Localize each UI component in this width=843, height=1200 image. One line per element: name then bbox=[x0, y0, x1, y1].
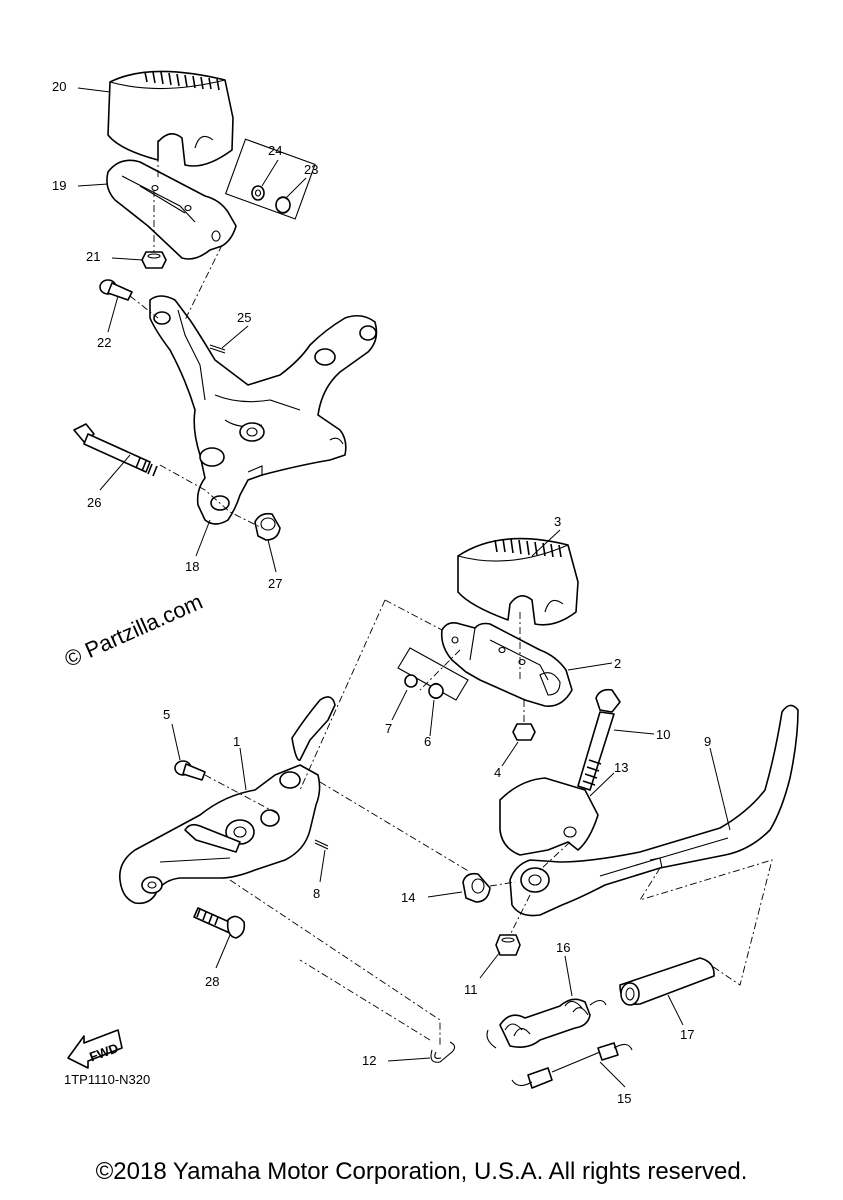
footpeg-rubber-lower bbox=[457, 537, 579, 626]
callout-6: 6 bbox=[424, 734, 431, 749]
nut-upper bbox=[141, 251, 167, 269]
spring-lower bbox=[428, 682, 444, 700]
callout-3: 3 bbox=[554, 514, 561, 529]
bushing-upper bbox=[224, 138, 316, 220]
bolt-upper bbox=[73, 423, 158, 477]
cover-plate bbox=[499, 777, 599, 856]
callout-19: 19 bbox=[52, 178, 66, 193]
callout-11: 11 bbox=[464, 982, 478, 997]
footpeg-rubber-upper bbox=[107, 70, 234, 167]
callout-20: 20 bbox=[52, 79, 66, 94]
callout-4: 4 bbox=[494, 765, 501, 780]
parts-diagram: FWD 20 19 24 23 21 22 25 26 18 27 3 bbox=[52, 70, 799, 1106]
callout-5: 5 bbox=[163, 707, 170, 722]
spring-cover bbox=[619, 957, 715, 1006]
callout-12: 12 bbox=[362, 1053, 376, 1068]
callout-18: 18 bbox=[185, 559, 199, 574]
collar-nut-upper bbox=[254, 512, 281, 541]
spring-outer bbox=[486, 998, 607, 1049]
collar-lower bbox=[462, 872, 491, 903]
callout-21: 21 bbox=[86, 249, 100, 264]
footpeg-bracket-lower bbox=[440, 622, 573, 707]
callout-7: 7 bbox=[385, 721, 392, 736]
callout-14: 14 bbox=[401, 890, 415, 905]
callout-27: 27 bbox=[268, 576, 282, 591]
bolt-pivot bbox=[193, 907, 246, 939]
copyright-footer: ©2018 Yamaha Motor Corporation, U.S.A. A… bbox=[95, 1158, 748, 1185]
callout-10: 10 bbox=[656, 727, 670, 742]
assembly-line bbox=[419, 649, 461, 691]
nut-sidestand bbox=[495, 934, 521, 956]
assembly-line bbox=[299, 959, 431, 1041]
callout-8: 8 bbox=[313, 886, 320, 901]
assembly-line bbox=[184, 244, 223, 321]
assembly-line bbox=[159, 464, 263, 529]
fwd-arrow-icon: FWD bbox=[67, 1029, 123, 1069]
clip bbox=[430, 1041, 456, 1063]
pin-lower bbox=[174, 760, 206, 781]
assembly-line bbox=[299, 599, 386, 791]
callout-13: 13 bbox=[614, 760, 628, 775]
assembly-line bbox=[319, 781, 471, 873]
assembly-line bbox=[539, 841, 571, 871]
cotter-pin-lower bbox=[314, 839, 329, 850]
callout-28: 28 bbox=[205, 974, 219, 989]
assembly-line bbox=[384, 599, 443, 631]
callouts: 20 19 24 23 21 22 25 26 18 27 3 2 bbox=[52, 79, 731, 1106]
main-bracket-lower bbox=[118, 696, 336, 905]
callout-22: 22 bbox=[97, 335, 111, 350]
callout-26: 26 bbox=[87, 495, 101, 510]
nut-lower bbox=[512, 723, 536, 741]
assembly-line bbox=[204, 774, 281, 816]
cotter-pin-upper bbox=[209, 344, 226, 354]
callout-2: 2 bbox=[614, 656, 621, 671]
callout-15: 15 bbox=[617, 1091, 631, 1106]
callout-24: 24 bbox=[268, 143, 282, 158]
callout-23: 23 bbox=[304, 162, 318, 177]
callout-17: 17 bbox=[680, 1027, 694, 1042]
callout-1: 1 bbox=[233, 734, 240, 749]
bolt-lower bbox=[577, 688, 621, 791]
callout-16: 16 bbox=[556, 940, 570, 955]
assembly-line bbox=[638, 859, 773, 986]
main-bracket-upper bbox=[149, 295, 378, 525]
spring-upper bbox=[275, 196, 291, 214]
callout-25: 25 bbox=[237, 310, 251, 325]
sidestand bbox=[509, 704, 799, 917]
assembly-line bbox=[489, 881, 516, 887]
diagram-code: 1TP1110-N320 bbox=[64, 1072, 151, 1087]
callout-9: 9 bbox=[704, 734, 711, 749]
spring-inner bbox=[511, 1042, 633, 1089]
assembly-line bbox=[129, 295, 159, 319]
footpeg-bracket-upper bbox=[106, 159, 237, 260]
pin-upper bbox=[99, 279, 133, 301]
